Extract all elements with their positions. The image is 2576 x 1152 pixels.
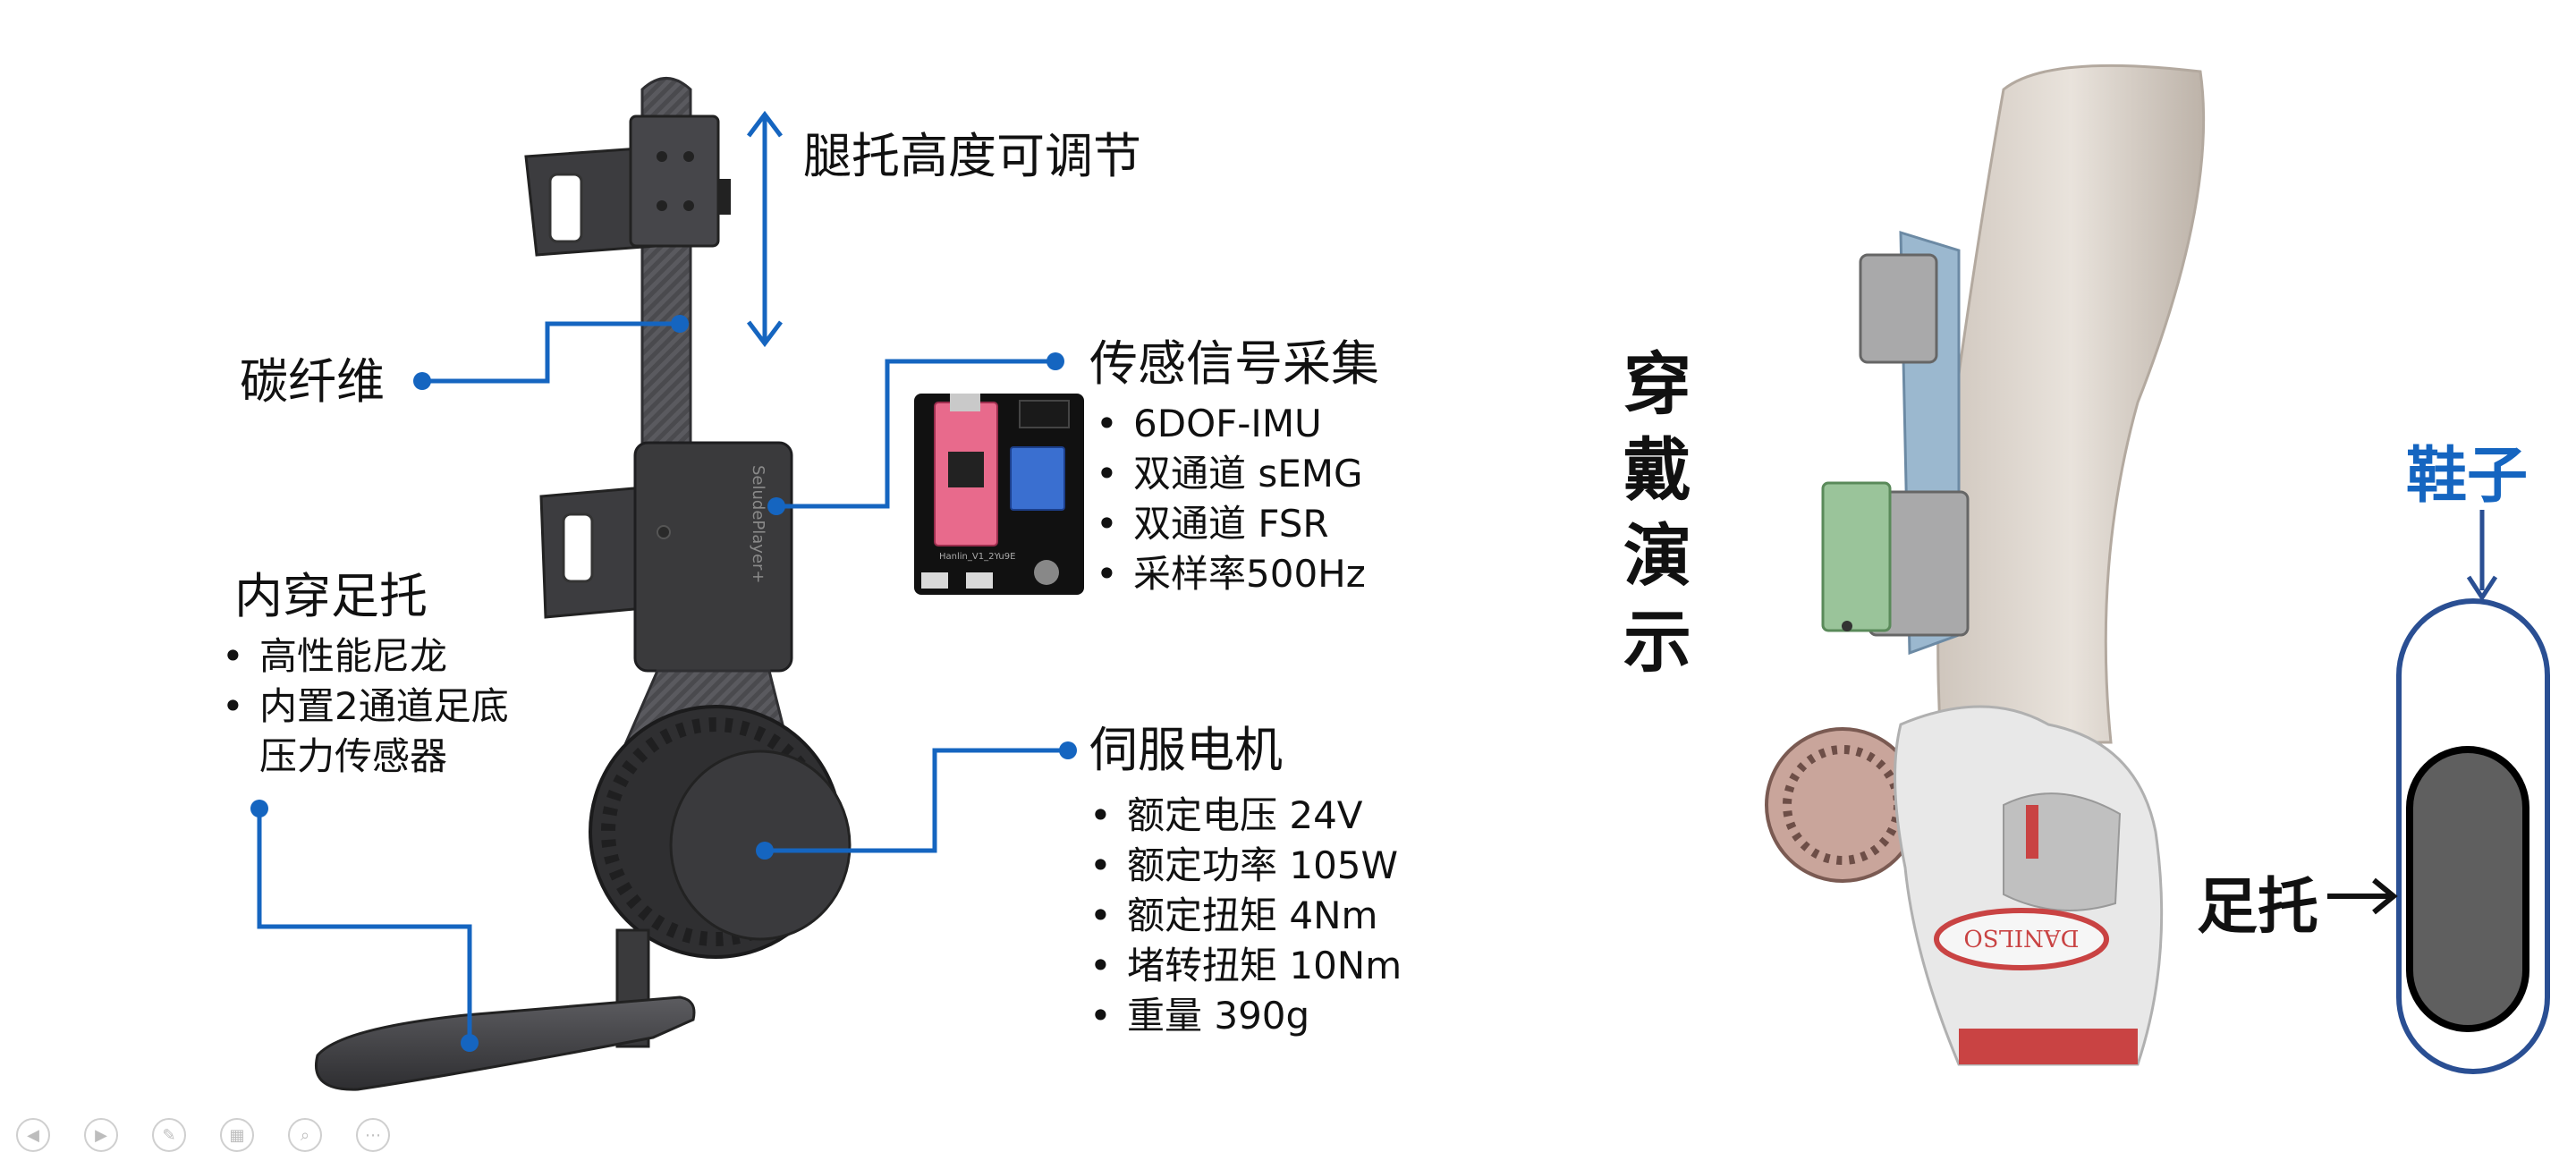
motor-item: 堵转扭矩 10Nm [1089,941,1402,991]
wear-demo-label: 穿 戴 演 示 [1623,344,1691,682]
slides-icon[interactable]: ▦ [220,1118,254,1152]
wearing-illustration: DANILSO [1765,64,2206,1066]
motor-item: 重量 390g [1089,991,1402,1041]
sensor-item: 双通道 sEMG [1096,449,1366,499]
sensor-list: 6DOF-IMU 双通道 sEMG 双通道 FSR 采样率500Hz [1096,399,1366,599]
svg-text:Hanlin_V1_2Yu9E: Hanlin_V1_2Yu9E [939,552,1015,562]
foot-support-arrow [2327,877,2398,915]
foot-item: 压力传感器 [259,734,448,778]
sensor-item: 采样率500Hz [1096,549,1366,599]
sensor-title: 传感信号采集 [1089,335,1379,392]
more-icon[interactable]: ⋯ [356,1118,390,1152]
carbon-fiber-label: 碳纤维 [240,353,385,410]
foot-plate [315,995,696,1091]
foot-item: 内置2通道足底 [222,682,509,732]
foot-support-label: 足托 [2197,872,2319,943]
shoe-schematic [2396,510,2550,1074]
prev-icon[interactable]: ◀ [16,1118,50,1152]
svg-text:DANILSO: DANILSO [1963,924,2079,951]
zoom-icon[interactable]: ⌕ [288,1118,322,1152]
pen-icon[interactable]: ✎ [152,1118,186,1152]
sensor-box-green [1821,481,1892,632]
sensor-item: 6DOF-IMU [1096,399,1366,449]
orthosis-device-illustration: SeludePlayer+ Hanlin_V1_2Yu9E [315,77,1084,1091]
motor-item: 额定扭矩 4Nm [1089,891,1402,941]
sensor-item: 双通道 FSR [1096,499,1366,549]
foot-title: 内穿足托 [234,568,428,624]
sensor-board-photo: Hanlin_V1_2Yu9E [914,394,1084,595]
motor-item: 额定功率 105W [1089,841,1402,891]
foot-support-shape [2406,746,2529,1032]
motor-title: 伺服电机 [1089,722,1283,778]
foot-item: 高性能尼龙 [222,631,509,682]
motor-item: 额定电压 24V [1089,791,1402,841]
foot-list: 高性能尼龙 内置2通道足底 压力传感器 [222,631,509,782]
motor-list: 额定电压 24V 额定功率 105W 额定扭矩 4Nm 堵转扭矩 10Nm 重量… [1089,791,1402,1041]
shoe-label: 鞋子 [2406,441,2529,512]
svg-text:SeludePlayer+: SeludePlayer+ [749,465,767,584]
next-icon[interactable]: ▶ [84,1118,118,1152]
leg-height-label: 腿托高度可调节 [803,128,1141,184]
